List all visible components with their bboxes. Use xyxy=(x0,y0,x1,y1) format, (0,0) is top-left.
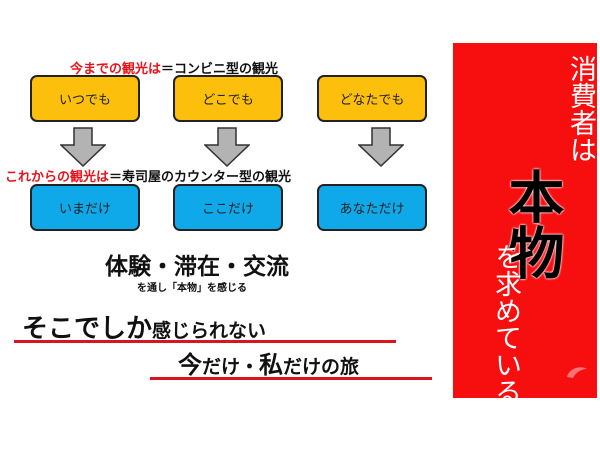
red-panel: 消費者は 本物 を求めている xyxy=(453,43,597,405)
slogan-1: そこでしか感じられない xyxy=(22,314,267,344)
box-dokodemo: どこでも xyxy=(173,75,283,122)
box-itsudemo: いつでも xyxy=(30,75,140,122)
underline xyxy=(14,340,396,343)
keywords: 体験・滞在・交流 xyxy=(105,254,289,280)
down-arrow-icon xyxy=(204,127,250,167)
slogan-2: 今だけ・私だけの旅 xyxy=(178,351,360,379)
down-arrow-icon xyxy=(60,127,106,167)
panel-emphasis: 本物 xyxy=(499,168,564,280)
box-imadake: いまだけ xyxy=(30,184,140,231)
box-kokodake: ここだけ xyxy=(173,184,283,231)
logo-icon xyxy=(567,367,587,378)
keywords-subtitle: を通し「本物」を感じる xyxy=(137,283,247,294)
panel-line-3: を求めている xyxy=(490,243,521,405)
box-donatademo: どなたでも xyxy=(317,75,427,122)
down-arrow-icon xyxy=(358,127,404,167)
panel-line-1: 消費者は xyxy=(565,55,596,163)
middle-heading: これからの観光は＝寿司屋のカウンター型の観光 xyxy=(5,170,292,185)
underline xyxy=(150,377,432,380)
box-anatadake: あなただけ xyxy=(317,184,427,231)
top-heading: 今までの観光は＝コンビニ型の観光 xyxy=(70,62,279,77)
